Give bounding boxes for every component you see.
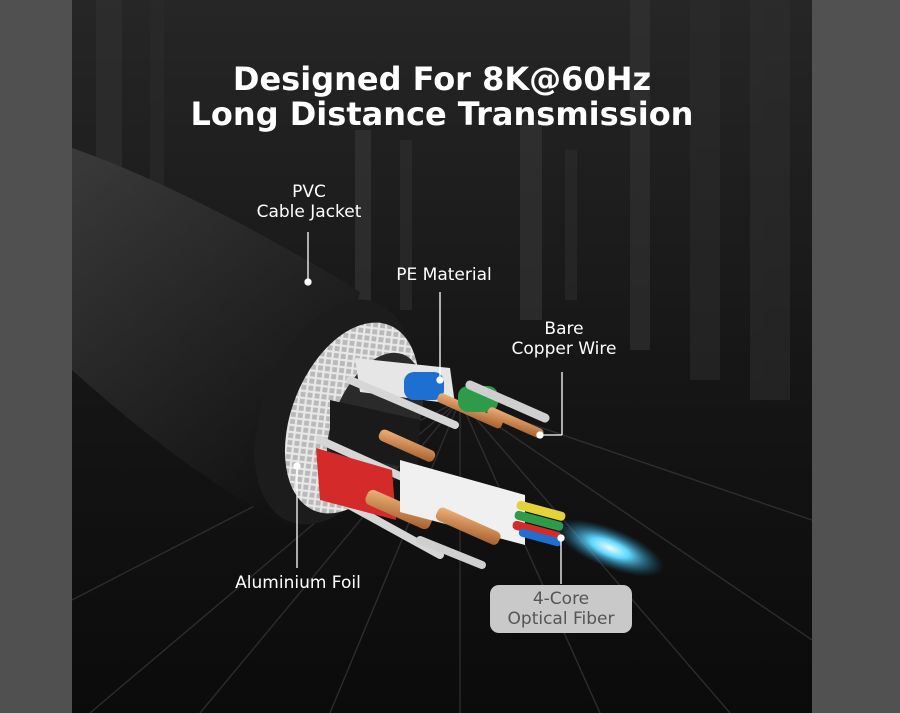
bare-copper-wires [316, 376, 550, 569]
callout-pvc-jacket-line2: Cable Jacket [256, 202, 362, 222]
callout-aluminium-foil-line1: Aluminium Foil [235, 573, 361, 593]
callout-bare-copper: Bare Copper Wire [494, 319, 634, 359]
callout-lines [293, 232, 565, 584]
fiber-cores [512, 500, 566, 547]
callout-pvc-jacket-line1: PVC [292, 182, 326, 202]
callout-bare-copper-line2: Copper Wire [511, 339, 617, 359]
headline-line-2: Long Distance Transmission [190, 95, 694, 133]
callout-pvc-jacket: PVC Cable Jacket [230, 182, 388, 222]
callout-pe-material-line1: PE Material [396, 265, 492, 285]
red-wire [316, 448, 433, 530]
callout-aluminium-foil: Aluminium Foil [218, 573, 378, 593]
right-margin [812, 0, 900, 713]
fiber-glow [555, 519, 665, 577]
callout-optical-fiber-line2: Optical Fiber [507, 609, 615, 629]
callout-bare-copper-line1: Bare [544, 319, 584, 339]
callout-pe-material: PE Material [378, 265, 510, 285]
white-fiber-tube [400, 460, 525, 545]
left-margin [0, 0, 72, 713]
headline-line-1: Designed For 8K@60Hz [232, 60, 652, 98]
callout-optical-fiber: 4-Core Optical Fiber [490, 585, 632, 633]
callout-optical-fiber-line1: 4-Core [532, 589, 590, 609]
